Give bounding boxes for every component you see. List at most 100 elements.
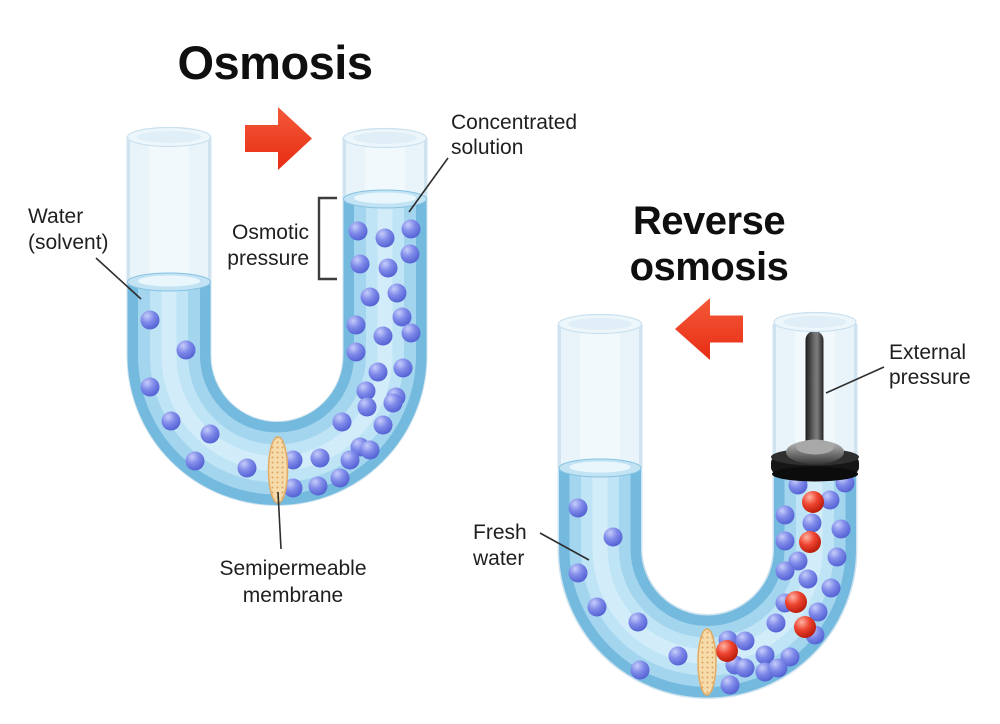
- particle: [668, 646, 688, 666]
- label-fresh-water: Fresh water: [472, 521, 590, 570]
- label-semipermeable-membrane: Semipermeable membrane: [219, 491, 367, 607]
- solute-particles-solution-side: [283, 219, 421, 498]
- particle: [283, 450, 303, 470]
- particle: [237, 458, 257, 478]
- particle: [332, 412, 352, 432]
- particle: [821, 578, 841, 598]
- particle: [378, 258, 398, 278]
- particle: [628, 612, 648, 632]
- pointer-line: [825, 366, 885, 394]
- particle: [375, 228, 395, 248]
- flow-arrow-right-icon: [245, 107, 312, 170]
- particle: [310, 448, 330, 468]
- particle: [630, 660, 650, 680]
- pointer-line: [539, 532, 590, 561]
- reverse-tube-opening-left: [557, 313, 643, 335]
- particle: [788, 551, 808, 571]
- reverse-water-surface-left: [558, 458, 642, 478]
- label-line: pressure: [227, 247, 309, 270]
- particle: [798, 569, 818, 589]
- particle: [831, 519, 851, 539]
- piston-rod: [805, 331, 824, 449]
- label-concentrated-solution: Concentrated solution: [408, 111, 577, 213]
- particle: [357, 397, 377, 417]
- label-line: Water: [28, 205, 83, 228]
- particle: [348, 221, 368, 241]
- osmosis-panel: Osmosis Concentrated solution Water (sol…: [28, 36, 577, 607]
- particle: [568, 498, 588, 518]
- label-line: Fresh: [473, 521, 527, 544]
- label-external-pressure: External pressure: [825, 341, 971, 394]
- reverse-osmosis-panel: Reverse osmosis External pressure Fresh …: [472, 199, 971, 699]
- particle: [802, 513, 822, 533]
- label-line: membrane: [243, 584, 343, 607]
- flow-arrow-left-icon: [675, 298, 743, 360]
- label-line: Osmotic: [232, 221, 309, 244]
- particle: [775, 505, 795, 525]
- particle: [185, 451, 205, 471]
- label-line: External: [889, 341, 966, 364]
- particle: [350, 254, 370, 274]
- osmotic-pressure-bracket: [317, 196, 337, 281]
- piston-dome-highlight: [796, 439, 834, 455]
- particle: [720, 675, 740, 695]
- label-line: (solvent): [28, 231, 109, 254]
- particle: [373, 415, 393, 435]
- osmosis-tube-opening-left: [126, 126, 212, 148]
- particle: [346, 315, 366, 335]
- label-line: pressure: [889, 366, 971, 389]
- particle: [140, 310, 160, 330]
- particle: [283, 478, 303, 498]
- particle: [735, 658, 755, 678]
- pointer-line: [95, 257, 142, 300]
- particle: [768, 658, 788, 678]
- particle: [161, 411, 181, 431]
- particle: [603, 527, 623, 547]
- particle: [808, 602, 828, 622]
- label-line: Concentrated: [451, 111, 577, 134]
- reverse-tube-opening-right: [773, 311, 857, 333]
- label-osmotic-pressure: Osmotic pressure: [227, 196, 337, 281]
- particle: [755, 645, 775, 665]
- particle: [392, 307, 412, 327]
- osmosis-tube-opening-right: [342, 127, 428, 149]
- particle: [330, 468, 350, 488]
- solute-particles-water-side: [140, 310, 257, 478]
- particle: [775, 531, 795, 551]
- particle: [780, 647, 800, 667]
- particle: [799, 531, 821, 553]
- particle: [827, 547, 847, 567]
- particle: [785, 591, 807, 613]
- label-line: Semipermeable: [219, 557, 366, 580]
- pointer-line: [277, 491, 282, 550]
- particle: [400, 244, 420, 264]
- osmosis-water-surface-left: [127, 272, 211, 292]
- particle: [766, 613, 786, 633]
- label-water-solvent: Water (solvent): [28, 205, 142, 300]
- particle: [176, 340, 196, 360]
- particle: [200, 424, 220, 444]
- particle: [308, 476, 328, 496]
- particle: [368, 362, 388, 382]
- particle: [794, 616, 816, 638]
- particle: [373, 326, 393, 346]
- piston: [771, 331, 859, 482]
- particle: [360, 440, 380, 460]
- label-line: water: [472, 547, 524, 570]
- particle: [340, 450, 360, 470]
- particle: [346, 342, 366, 362]
- particle: [735, 631, 755, 651]
- particles-fresh-side: [568, 498, 688, 680]
- particle: [393, 358, 413, 378]
- particle: [140, 377, 160, 397]
- particle: [820, 490, 840, 510]
- reverse-osmosis-title-line2: osmosis: [630, 245, 789, 289]
- particle: [775, 561, 795, 581]
- particle: [716, 640, 738, 662]
- reverse-osmosis-title-line1: Reverse: [633, 199, 785, 243]
- particles-solution-side-red: [716, 491, 824, 662]
- particle: [568, 563, 588, 583]
- particle: [401, 219, 421, 239]
